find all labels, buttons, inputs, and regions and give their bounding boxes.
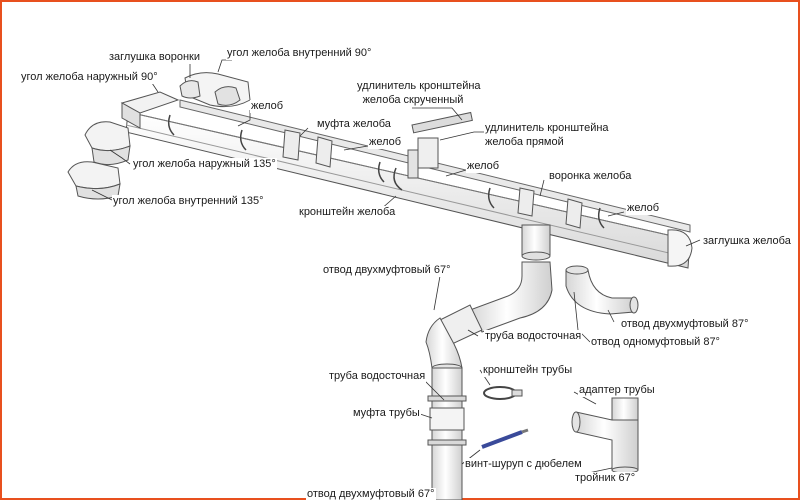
label-downpipe-1: труба водосточная xyxy=(484,330,582,343)
label-bracket-extender-straight-1: удлинитель кронштейна xyxy=(484,122,610,135)
label-external-corner-135: угол желоба наружный 135° xyxy=(132,158,277,171)
label-bracket-extender-twisted-1: удлинитель кронштейна xyxy=(356,80,470,93)
label-screw-dowel: винт-шуруп с дюбелем xyxy=(464,458,583,471)
gutter-outlet-funnel xyxy=(522,225,550,260)
label-pipe-coupler: муфта трубы xyxy=(352,407,421,420)
label-downpipe-2: труба водосточная xyxy=(328,370,426,383)
gutter-corner-internal-135 xyxy=(68,162,120,199)
label-gutter-3: желоб xyxy=(466,160,500,173)
label-bracket-extender-twisted-2: желоба скрученный xyxy=(356,94,470,107)
label-bracket-extender-straight-2: желоба прямой xyxy=(484,136,565,149)
label-gutter-4: желоб xyxy=(626,202,660,215)
label-gutter-end-cap: заглушка желоба xyxy=(702,235,792,248)
label-gutter-coupler: муфта желоба xyxy=(316,118,392,131)
screw-with-dowel xyxy=(482,430,528,447)
gutter-corner-external-135 xyxy=(85,122,130,165)
label-internal-corner-90: угол желоба внутренний 90° xyxy=(226,47,372,60)
elbow-87-double-socket xyxy=(566,266,638,314)
label-gutter-bracket: кронштейн желоба xyxy=(298,206,396,219)
label-internal-corner-135: угол желоба внутренний 135° xyxy=(112,195,265,208)
label-gutter-2: желоб xyxy=(368,136,402,149)
label-external-corner-90: угол желоба наружный 90° xyxy=(20,71,159,84)
label-elbow-67-top: отвод двухмуфтовый 67° xyxy=(322,264,452,277)
label-gutter-1: желоб xyxy=(250,100,284,113)
label-elbow-67-bottom: отвод двухмуфтовый 67° xyxy=(306,488,436,501)
pipe-bracket xyxy=(484,387,522,399)
label-funnel-cap: заглушка воронки xyxy=(108,51,201,64)
label-tee-67: тройник 67° xyxy=(574,472,636,485)
label-elbow-87-double: отвод двухмуфтовый 87° xyxy=(620,318,750,331)
label-elbow-87-single: отвод одномуфтовый 87° xyxy=(590,336,721,349)
label-gutter-outlet: воронка желоба xyxy=(548,170,632,183)
gutter-corner-internal-90 xyxy=(180,73,250,107)
label-pipe-adapter: адаптер трубы xyxy=(578,384,656,397)
label-pipe-bracket: кронштейн трубы xyxy=(482,364,573,377)
